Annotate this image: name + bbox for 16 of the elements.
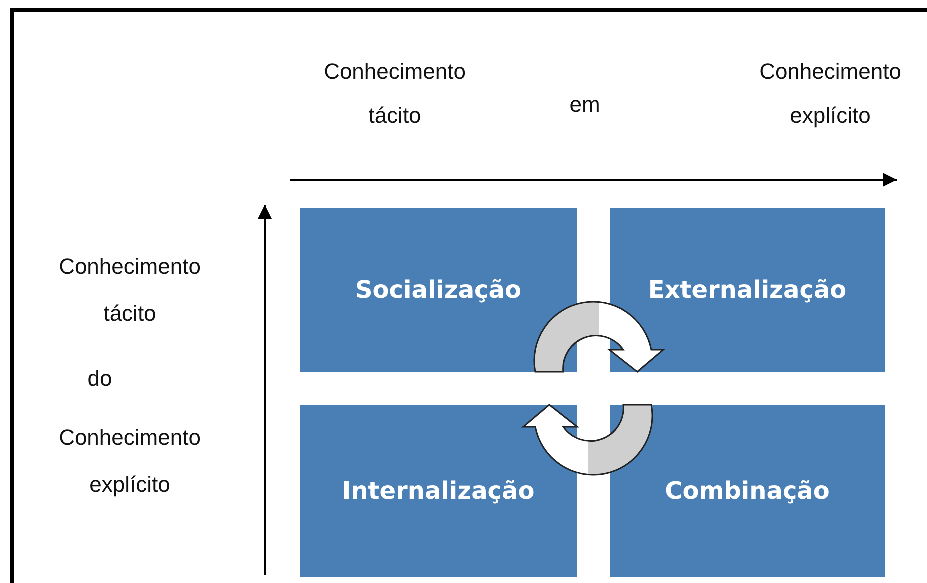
box-label: Socialização [356, 276, 522, 304]
box-label: Combinação [665, 477, 830, 505]
axis-label: em [568, 91, 602, 119]
axis-label: Conhecimento explícito [758, 58, 902, 130]
process-box [300, 405, 577, 577]
box-label: Externalização [648, 276, 847, 304]
process-box [610, 208, 885, 372]
process-box [610, 405, 885, 577]
axis-label: Conhecimento tácito [323, 58, 467, 130]
curved-arrow [522, 404, 654, 476]
curved-arrow [534, 301, 664, 373]
axis-label: Conhecimento tácito [58, 253, 202, 328]
axis-label: do [86, 365, 114, 393]
axis-label: Conhecimento explícito [58, 424, 202, 499]
box-label: Internalização [342, 477, 535, 505]
process-box [300, 208, 577, 372]
